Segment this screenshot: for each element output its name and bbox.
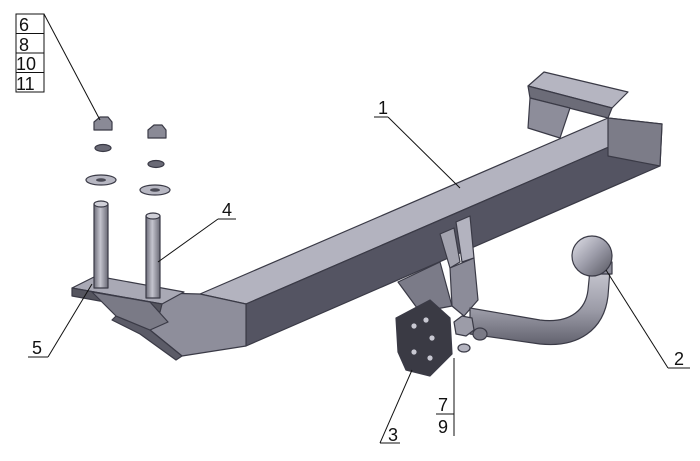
bracket-lower-web bbox=[397, 261, 453, 313]
left-bracket-gusset bbox=[91, 291, 169, 331]
tow-arm bbox=[469, 269, 611, 346]
leader-3 bbox=[379, 369, 413, 444]
leader-5 bbox=[47, 283, 93, 358]
washer-hole bbox=[96, 178, 106, 182]
plate-hole bbox=[411, 323, 417, 329]
spring-washer-icon bbox=[147, 159, 165, 169]
nut-icon bbox=[93, 116, 113, 131]
plate-hole bbox=[411, 349, 417, 355]
leader-1 bbox=[387, 116, 461, 189]
fasteners-stack bbox=[85, 116, 171, 196]
bolt-nut-icon bbox=[472, 327, 488, 341]
beam-end-face bbox=[607, 117, 663, 167]
stud-right-top bbox=[145, 212, 161, 220]
leader-2 bbox=[605, 269, 669, 369]
label-2: 2 bbox=[674, 349, 684, 369]
tow-ball-arm bbox=[453, 235, 613, 353]
label-9: 9 bbox=[438, 417, 448, 437]
left-bracket bbox=[71, 200, 185, 331]
leader-6 bbox=[43, 13, 101, 121]
callout-leaders bbox=[15, 13, 690, 444]
label-8: 8 bbox=[19, 35, 29, 55]
spring-washer-icon bbox=[94, 143, 112, 153]
tow-ball bbox=[571, 235, 613, 277]
bracket-body bbox=[449, 257, 479, 317]
label-6: 6 bbox=[19, 15, 29, 35]
plate-hole bbox=[429, 335, 435, 341]
label-7: 7 bbox=[438, 395, 448, 415]
bolt-head-icon bbox=[453, 315, 475, 337]
right-bracket-web bbox=[527, 97, 571, 139]
bolt-washer-icon bbox=[457, 343, 471, 353]
washer-hole bbox=[150, 188, 160, 192]
callout-labels: 6 8 10 11 1 4 5 2 3 7 9 bbox=[16, 15, 684, 445]
leader-4 bbox=[157, 218, 219, 263]
stud-left-top bbox=[93, 200, 109, 208]
stud-right bbox=[145, 215, 161, 299]
bracket-fin-left bbox=[439, 227, 461, 269]
label-3: 3 bbox=[388, 425, 398, 445]
tow-bracket bbox=[395, 215, 479, 377]
plate-hole bbox=[427, 355, 433, 361]
socket-plate bbox=[395, 299, 453, 377]
nut-icon bbox=[147, 124, 167, 139]
label-1: 1 bbox=[378, 98, 388, 118]
stud-left bbox=[93, 203, 109, 289]
label-10: 10 bbox=[16, 54, 36, 74]
label-11: 11 bbox=[16, 74, 35, 94]
label-4: 4 bbox=[222, 200, 232, 220]
plate-hole bbox=[423, 317, 429, 323]
label-5: 5 bbox=[32, 338, 42, 358]
